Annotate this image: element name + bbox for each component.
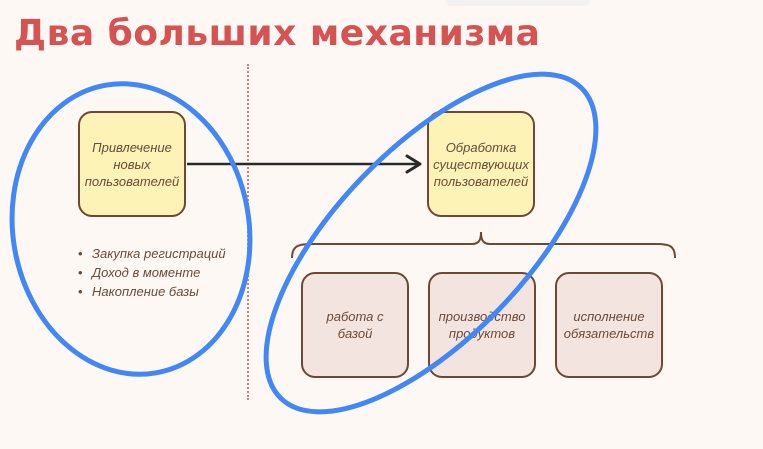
obligations-box-label: исполнение обязательств: [563, 309, 655, 341]
processing-box: Обработка существующих пользователей: [427, 111, 535, 217]
processing-box-label: Обработка существующих пользователей: [433, 139, 529, 189]
curly-brace-icon: [291, 231, 676, 259]
acquisition-box-label: Привлечение новых пользователей: [84, 139, 180, 189]
window-tab: [445, 0, 590, 6]
acquisition-bullet-list: Закупка регистраций Доход в моменте Нако…: [78, 244, 226, 301]
dotted-divider: [247, 64, 249, 400]
database-box-label: работа с базой: [326, 309, 384, 341]
slide-title: Два больших механизма: [14, 13, 541, 54]
acquisition-box: Привлечение новых пользователей: [78, 111, 186, 217]
bullet-item: Доход в моменте: [78, 263, 226, 282]
arrow-right-icon: [187, 154, 422, 174]
bullet-item: Накопление базы: [78, 282, 226, 301]
right-highlight-ellipse: [263, 71, 599, 415]
products-box: производство продуктов: [428, 272, 536, 378]
bullet-item: Закупка регистраций: [78, 244, 226, 263]
database-box: работа с базой: [301, 272, 409, 378]
obligations-box: исполнение обязательств: [555, 272, 663, 378]
products-box-label: производство продуктов: [438, 309, 526, 341]
